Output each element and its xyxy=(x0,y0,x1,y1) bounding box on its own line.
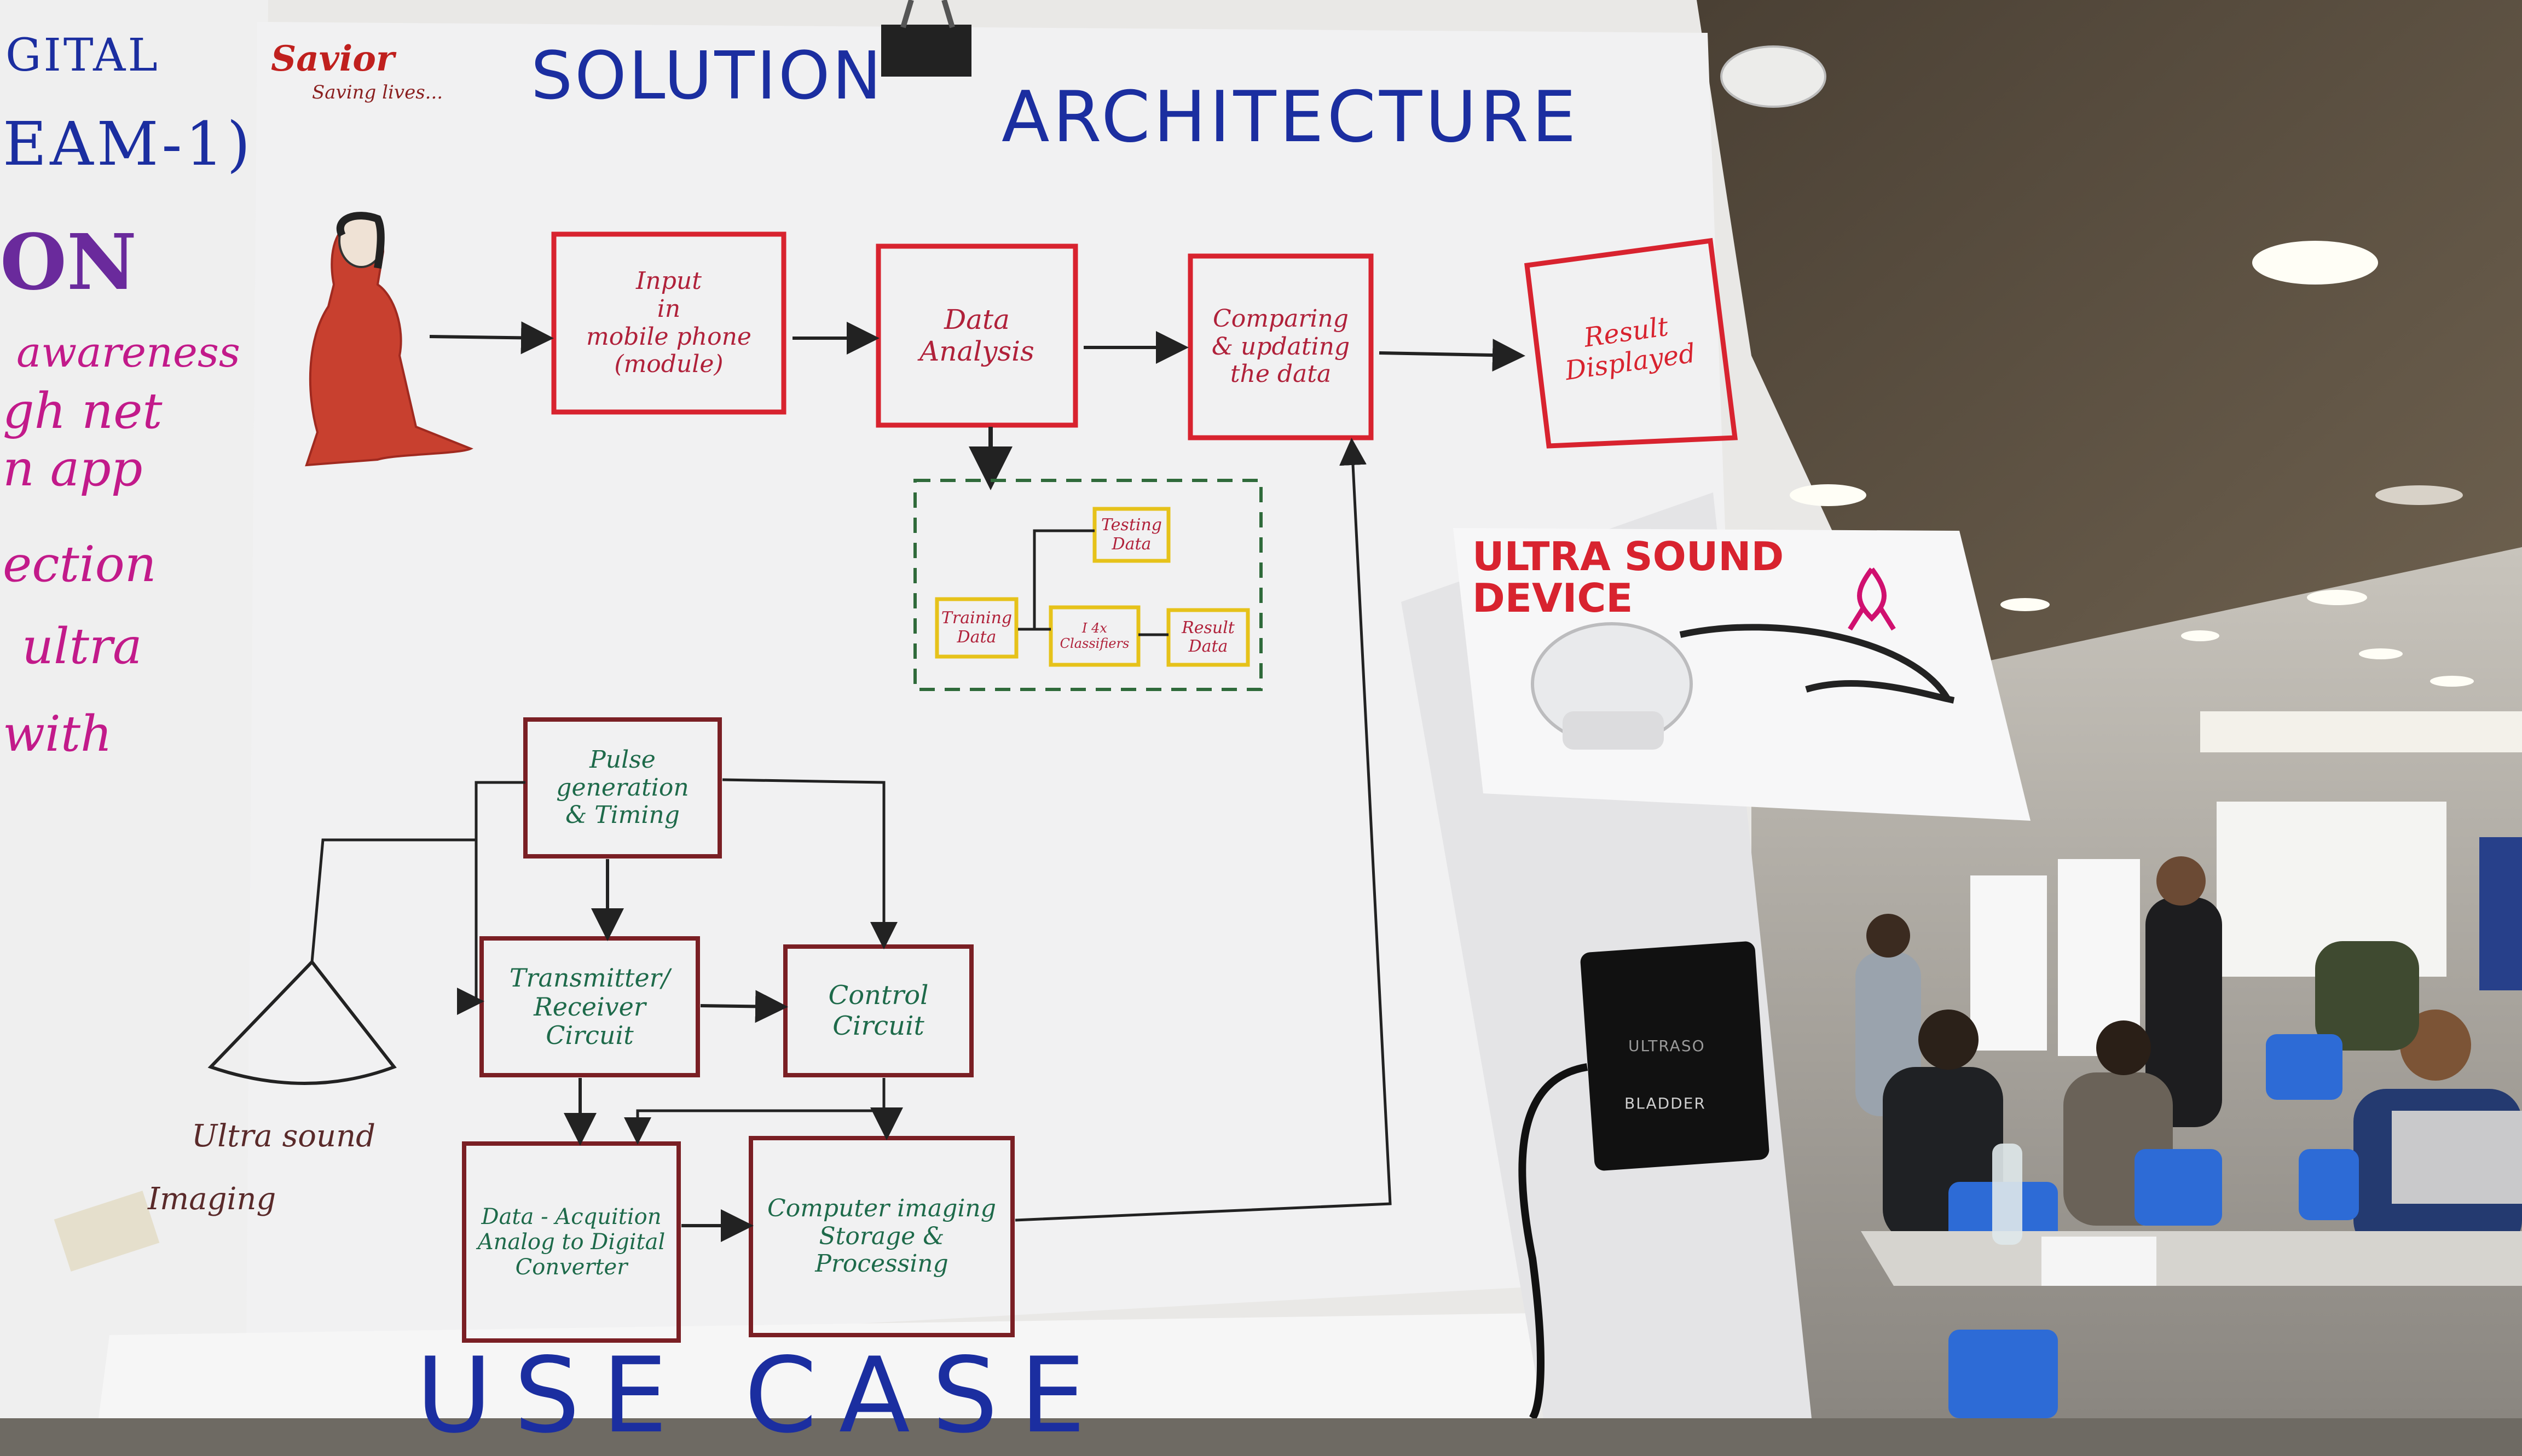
binder-clip-wire xyxy=(900,0,955,28)
ceiling-light xyxy=(2375,485,2463,505)
person-head xyxy=(1866,914,1910,958)
ml-training-label: Training Data xyxy=(941,608,1013,647)
water-bottle xyxy=(1992,1144,2022,1245)
blue-chair xyxy=(1948,1330,2058,1418)
connector xyxy=(1015,438,1392,1222)
laptop xyxy=(2392,1111,2522,1204)
left-poster-line: n app xyxy=(3,440,143,497)
background-board xyxy=(1970,875,2047,1051)
device-cable xyxy=(1679,624,1955,704)
model-hair xyxy=(336,212,385,269)
ml-box-training xyxy=(935,597,1019,659)
left-poster-team: EAM-1) xyxy=(3,109,254,179)
ml-result-label: Result Data xyxy=(1182,618,1235,656)
device-screen-text-1: ULTRASO xyxy=(1628,1037,1705,1055)
background-banner xyxy=(2479,837,2522,990)
light-strip xyxy=(2200,711,2522,752)
brand-logo: Savior xyxy=(271,38,395,79)
box-pulse xyxy=(523,717,722,858)
node-daq-label: Data - Acquition Analog to Digital Conve… xyxy=(477,1204,666,1280)
node-transceiver-label: Transmitter/ Receiver Circuit xyxy=(509,962,670,1051)
person-background xyxy=(2315,941,2419,1051)
arrow xyxy=(1379,339,1525,372)
work-table xyxy=(1861,1231,2522,1286)
left-poster-line: with xyxy=(3,705,112,763)
box-result xyxy=(1524,237,1738,449)
node-imaging-label: Computer imaging Storage & Processing xyxy=(767,1194,996,1278)
left-poster xyxy=(0,0,268,1418)
ml-connector xyxy=(1018,529,1169,636)
left-poster-line: gh net xyxy=(3,382,163,440)
node-control-label: Control Circuit xyxy=(828,980,929,1041)
transducer-label-1: Ultra sound xyxy=(192,1118,375,1154)
person-head xyxy=(2096,1020,2151,1075)
connector xyxy=(624,1078,886,1145)
poster-lower-sheet xyxy=(99,1313,1538,1418)
scene-background xyxy=(0,0,2522,1418)
ceiling-light xyxy=(2359,648,2403,659)
connector xyxy=(457,781,525,1015)
left-poster-line: awareness xyxy=(16,328,240,376)
blue-chair xyxy=(2135,1149,2222,1226)
left-poster-title: GITAL xyxy=(5,30,160,82)
device-screen-cable xyxy=(1518,1063,1588,1418)
ml-box-result xyxy=(1166,608,1250,667)
connector xyxy=(722,778,898,949)
person-head xyxy=(2156,856,2206,906)
blue-chair xyxy=(2299,1149,2359,1220)
box-input xyxy=(551,231,786,415)
blue-chair xyxy=(2266,1034,2342,1100)
person-head xyxy=(1918,1010,1979,1070)
white-box xyxy=(2041,1237,2156,1286)
person-background xyxy=(2145,897,2222,1127)
ceiling-light xyxy=(2000,598,2050,611)
binder-clip xyxy=(881,25,971,77)
model-figure-drawing xyxy=(305,223,473,467)
node-result-label: Result Displayed xyxy=(1563,311,1698,387)
transducer-label-2: Imaging xyxy=(148,1181,276,1217)
connector xyxy=(310,838,476,962)
ml-testing-label: Testing Data xyxy=(1101,515,1162,554)
node-analysis-label: Data Analysis xyxy=(919,304,1034,367)
device-screen-text-2: BLADDER xyxy=(1624,1094,1706,1112)
ceiling-light xyxy=(2252,241,2378,285)
node-compare-label: Comparing & updating the data xyxy=(1211,305,1350,388)
use-case-heading: USE CASE xyxy=(416,1335,1108,1456)
ceiling-light xyxy=(2430,676,2474,687)
left-poster-heading: ON xyxy=(0,218,137,308)
ceiling-light xyxy=(1790,484,1866,506)
transducer-shape xyxy=(207,959,397,1085)
poster-title-part2: ARCHITECTURE xyxy=(1002,77,1580,158)
ml-classifier-label: I 4x Classifiers xyxy=(1060,620,1130,651)
box-compare xyxy=(1188,253,1374,440)
brand-tagline: Saving lives... xyxy=(312,82,443,103)
ml-box-testing xyxy=(1092,507,1171,563)
pink-ribbon-icon xyxy=(1848,567,1896,631)
ceiling-light xyxy=(2307,590,2367,605)
poster-title-part1: SOLUTION xyxy=(531,38,884,114)
smoke-detector xyxy=(1720,45,1826,108)
arrow xyxy=(700,990,788,1023)
arrow xyxy=(429,321,554,355)
device-screen xyxy=(1580,941,1769,1171)
left-poster-line: ection xyxy=(3,536,157,593)
left-poster-line: ultra xyxy=(22,618,142,675)
device-card-label: ULTRA SOUND DEVICE xyxy=(1472,533,1784,621)
device-probe-base xyxy=(1563,711,1664,750)
ceiling-light xyxy=(2181,630,2219,641)
node-input-label: Input in mobile phone (module) xyxy=(586,267,751,379)
tape xyxy=(54,1191,160,1272)
node-pulse-label: Pulse generation & Timing xyxy=(556,746,689,829)
